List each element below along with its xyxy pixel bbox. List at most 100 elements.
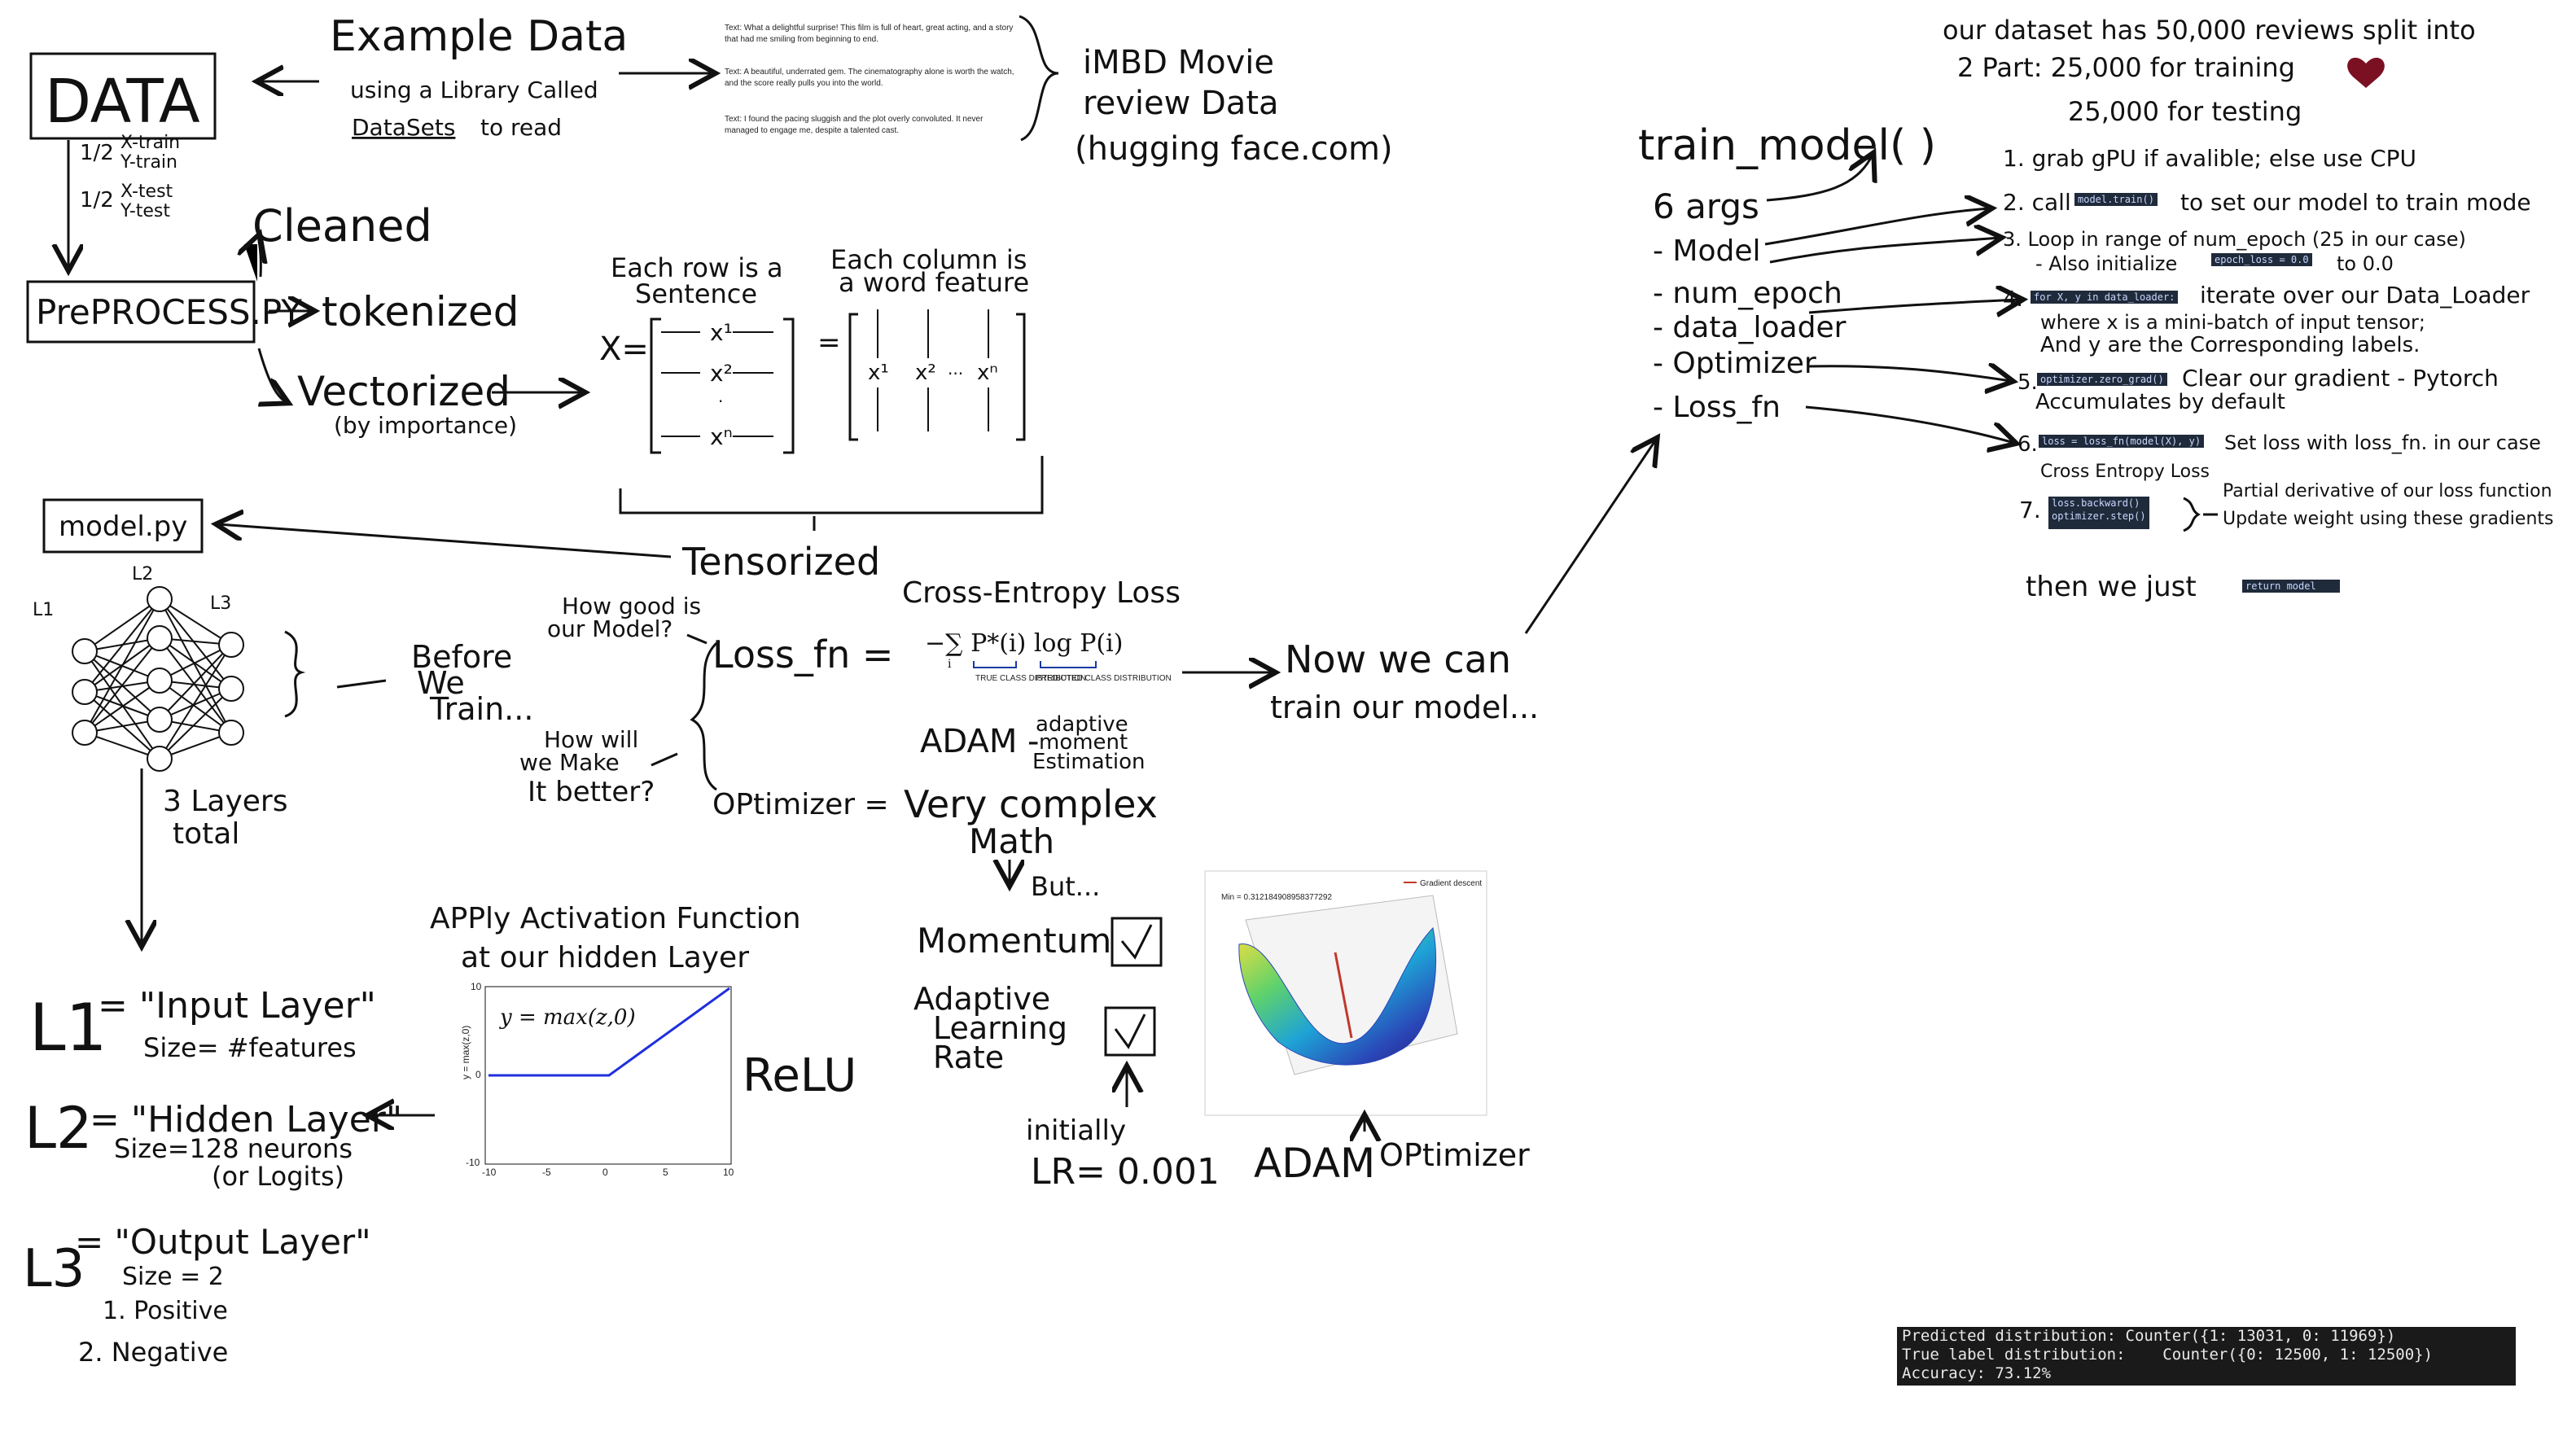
nn-edge bbox=[159, 644, 232, 760]
math-label: Math bbox=[969, 821, 1054, 861]
adaptive-label: Adaptive bbox=[913, 981, 1050, 1017]
momentum-label: Momentum bbox=[917, 921, 1111, 961]
activation-line2: at our hidden Layer bbox=[461, 941, 749, 974]
terminal-line2: True label distribution: Counter({0: 125… bbox=[1902, 1346, 2434, 1364]
datasets-word: DataSets bbox=[352, 114, 455, 141]
arg-item: - data_loader bbox=[1653, 311, 1847, 344]
layer-l3-name: = "Output Layer" bbox=[75, 1222, 371, 1262]
step5-b: Clear our gradient - Pytorch bbox=[2182, 365, 2499, 392]
arg-item: - Loss_fn bbox=[1653, 391, 1781, 424]
step2-b: to set our model to train mode bbox=[2180, 189, 2531, 216]
svg-text:x¹: x¹ bbox=[868, 361, 889, 385]
code-step: optimizer.step() bbox=[2052, 510, 2146, 522]
imdb-line1: iMBD Movie bbox=[1083, 44, 1274, 81]
optimizer-label: OPtimizer = bbox=[712, 788, 889, 821]
svg-text:x²: x² bbox=[915, 361, 936, 385]
example-data-title: Example Data bbox=[330, 12, 628, 61]
relu-ytick-mid: 0 bbox=[475, 1069, 481, 1080]
col-note2: a word feature bbox=[839, 267, 1029, 298]
nn-node bbox=[218, 676, 244, 702]
arg-item: - Optimizer bbox=[1653, 347, 1816, 380]
layer-l3-positive: 1. Positive bbox=[103, 1297, 228, 1325]
svg-text:x²: x² bbox=[710, 360, 733, 387]
nn-edge bbox=[84, 637, 160, 733]
layer-l3-size: Size = 2 bbox=[122, 1263, 224, 1291]
nn-edge bbox=[84, 598, 160, 652]
row-note1: Each row is a bbox=[611, 252, 783, 283]
nn-node bbox=[218, 632, 244, 658]
nn-edge bbox=[159, 598, 232, 646]
layers-total: total bbox=[173, 817, 239, 851]
svg-text:=: = bbox=[817, 326, 841, 359]
matrix-x-label: X= bbox=[599, 331, 649, 368]
step4-b: iterate over our Data_Loader bbox=[2200, 282, 2530, 309]
nn-edge bbox=[159, 598, 232, 690]
code-return-model: return model bbox=[2242, 580, 2340, 593]
svg-text:xⁿ: xⁿ bbox=[977, 361, 998, 385]
relu-xtick: 5 bbox=[663, 1167, 668, 1178]
dataset-note-3: 25,000 for testing bbox=[2068, 96, 2302, 127]
q2a: How will bbox=[544, 726, 638, 753]
momentum-checkbox bbox=[1111, 917, 1163, 967]
nn-edge bbox=[159, 644, 232, 720]
svg-text:·: · bbox=[718, 392, 723, 411]
nn-node bbox=[147, 707, 173, 733]
svg-text:i: i bbox=[948, 658, 952, 671]
initially-label: initially bbox=[1026, 1114, 1126, 1147]
nn-node bbox=[72, 679, 98, 705]
step4-c: where x is a mini-batch of input tensor; bbox=[2040, 311, 2425, 334]
data-label: DATA bbox=[45, 67, 200, 137]
step3-b: - Also initialize bbox=[2035, 252, 2177, 275]
relu-formula: y = max(z,0) bbox=[499, 1005, 636, 1030]
train-args-count: 6 args bbox=[1653, 186, 1759, 226]
arg-item: - Model bbox=[1653, 234, 1761, 268]
step7-a: 7. bbox=[2019, 497, 2041, 523]
relu-ytick-top: 10 bbox=[471, 981, 482, 992]
code-backward-step: loss.backward() optimizer.step() bbox=[2048, 497, 2149, 529]
layer-l2-size: Size=128 neurons bbox=[114, 1133, 353, 1164]
relu-xtick: 10 bbox=[723, 1167, 734, 1178]
q2b: we Make bbox=[519, 749, 620, 776]
by-importance-label: (by importance) bbox=[334, 412, 517, 439]
arg-list: - Model- num_epoch- data_loader- Optimiz… bbox=[1653, 234, 1847, 424]
step7-b: Partial derivative of our loss function bbox=[2223, 481, 2552, 501]
nn-node bbox=[147, 586, 173, 612]
adam-c: Estimation bbox=[1032, 750, 1145, 774]
layers-count: 3 Layers bbox=[163, 785, 287, 818]
cross-entropy-formula: −∑ P*(i) log P(i) i TRUE CLASS DISTRIBUT… bbox=[925, 629, 1172, 683]
train-model-title: train_model( ) bbox=[1638, 121, 1936, 170]
learning-label: Learning bbox=[933, 1010, 1067, 1046]
nn-edge bbox=[84, 680, 160, 733]
adam-word: ADAM - bbox=[920, 723, 1039, 760]
code-loss: loss = loss_fn(model(X), y) bbox=[2039, 435, 2205, 448]
preprocess-box bbox=[26, 280, 256, 344]
gradient-descent-plot: Min = 0.312184908958377292 Gradient desc… bbox=[1204, 870, 1487, 1116]
code-for-loop: for X, y in data_loader: bbox=[2031, 291, 2179, 304]
svg-text:−∑ P*(i) log P(i): −∑ P*(i) log P(i) bbox=[925, 629, 1123, 658]
nn-edge bbox=[159, 680, 232, 733]
q1b: our Model? bbox=[547, 615, 672, 642]
pred-dist-label: PREDICTED CLASS DISTRIBUTION bbox=[1036, 674, 1172, 683]
example-line1: using a Library Called bbox=[350, 77, 598, 103]
review-3: Text: I found the pacing sluggish and th… bbox=[725, 115, 984, 135]
terminal-output: Predicted distribution: Counter({1: 1303… bbox=[1897, 1327, 2516, 1386]
nn-edge bbox=[84, 598, 160, 733]
code-epoch-loss: epoch_loss = 0.0 bbox=[2211, 253, 2312, 266]
preprocess-label: PrePROCESS.PY bbox=[36, 292, 302, 332]
data-box bbox=[29, 52, 217, 140]
dataset-note-2: 2 Part: 25,000 for training bbox=[1957, 52, 2295, 83]
dataset-note-1: our dataset has 50,000 reviews split int… bbox=[1943, 15, 2476, 46]
train-our-model: train our model... bbox=[1270, 690, 1539, 725]
layer-l3-negative: 2. Negative bbox=[78, 1337, 228, 1368]
svg-text:···: ··· bbox=[948, 364, 963, 383]
example-line2b: to read bbox=[480, 114, 562, 141]
code-zero-grad: optimizer.zero_grad() bbox=[2037, 373, 2167, 386]
relu-line bbox=[488, 987, 730, 1077]
imdb-line2: review Data bbox=[1083, 85, 1279, 122]
step5-c: Accumulates by default bbox=[2035, 390, 2285, 414]
adam-a: adaptive bbox=[1036, 712, 1128, 737]
adaptive-checkbox bbox=[1104, 1006, 1156, 1057]
